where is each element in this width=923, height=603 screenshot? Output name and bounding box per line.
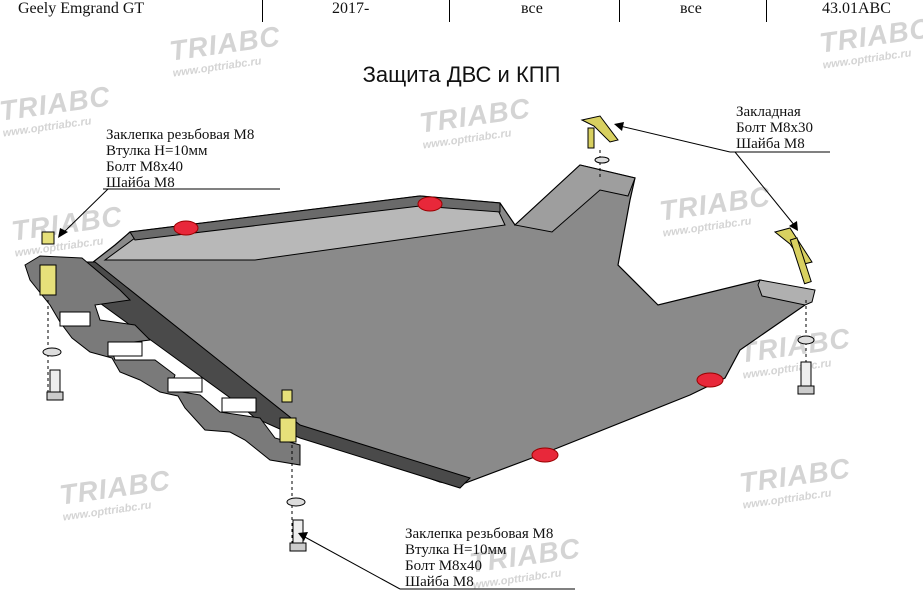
callout-line: Шайба М8: [736, 136, 805, 152]
header-row: Geely Emgrand GT 2017- все все 43.01ABC: [0, 0, 923, 22]
callout-top-left: Заклепка резьбовая М8 Втулка Н=10мм Болт…: [106, 127, 254, 191]
threaded-rivet-icon: [281, 389, 293, 403]
embedded-nut-plate-icon: [580, 115, 619, 143]
washer-icon: [286, 497, 306, 507]
header-divider: [449, 0, 450, 22]
tab-slot: [167, 377, 203, 393]
washer-icon: [797, 335, 815, 345]
header-code: 43.01ABC: [822, 0, 891, 17]
callout-bottom: Заклепка резьбовая М8 Втулка Н=10мм Болт…: [405, 526, 553, 590]
bushing-icon: [279, 417, 297, 443]
tab-slot: [221, 397, 257, 413]
callout-line: Закладная: [736, 104, 801, 120]
bolt-icon: [289, 542, 307, 552]
callout-top-right: Закладная Болт М8х30 Шайба М8: [736, 104, 813, 152]
bolt-icon: [800, 361, 812, 389]
callout-arrow-icon: [61, 188, 109, 235]
callout-line: Заклепка резьбовая М8: [106, 127, 255, 143]
red-rubber-grommet-icon: [531, 447, 559, 463]
embedded-nut-plate-icon: [587, 127, 595, 149]
header-divider: [766, 0, 767, 22]
red-rubber-grommet-icon: [417, 196, 443, 212]
callout-line: Болт М8х30: [736, 120, 814, 136]
left-mount-tabs: [24, 255, 301, 466]
tab-slot: [59, 311, 91, 327]
header-engine: все: [521, 0, 543, 17]
callout-arrow-icon: [614, 122, 624, 131]
header-divider: [619, 0, 620, 22]
bushing-icon: [39, 264, 57, 296]
header-years: 2017-: [332, 0, 370, 17]
callout-arrow-icon: [302, 535, 401, 590]
callout-arrow-icon: [789, 221, 798, 231]
callout-line: Болт М8х40: [106, 159, 184, 175]
embedded-nut-plate-icon: [789, 237, 812, 285]
callout-arrow-icon: [619, 125, 731, 153]
bolt-icon: [46, 391, 64, 401]
header-transmission: все: [680, 0, 702, 17]
page-title: Защита ДВС и КПП: [362, 62, 561, 87]
callout-line: Шайба М8: [405, 574, 474, 590]
tab-slot: [107, 341, 143, 357]
callout-line: Заклепка резьбовая М8: [405, 526, 554, 542]
callout-line: Шайба М8: [106, 175, 175, 191]
tunnel-face: [513, 164, 636, 233]
bolt-icon: [797, 385, 815, 395]
threaded-rivet-icon: [41, 231, 55, 245]
rear-flange: [129, 195, 501, 241]
callout-line: Втулка Н=10мм: [405, 542, 507, 558]
washer-icon: [594, 156, 610, 164]
red-rubber-grommet-icon: [173, 220, 199, 236]
callout-line: Болт М8х40: [405, 558, 483, 574]
right-flange: [757, 279, 816, 306]
callout-arrow-icon: [58, 228, 68, 238]
callout-line: Втулка Н=10мм: [106, 143, 208, 159]
red-rubber-grommet-icon: [696, 372, 724, 388]
header-divider: [262, 0, 263, 22]
washer-icon: [42, 347, 62, 357]
callout-arrow-icon: [298, 532, 308, 541]
header-model: Geely Emgrand GT: [18, 0, 145, 17]
callout-arrow-icon: [734, 151, 796, 227]
